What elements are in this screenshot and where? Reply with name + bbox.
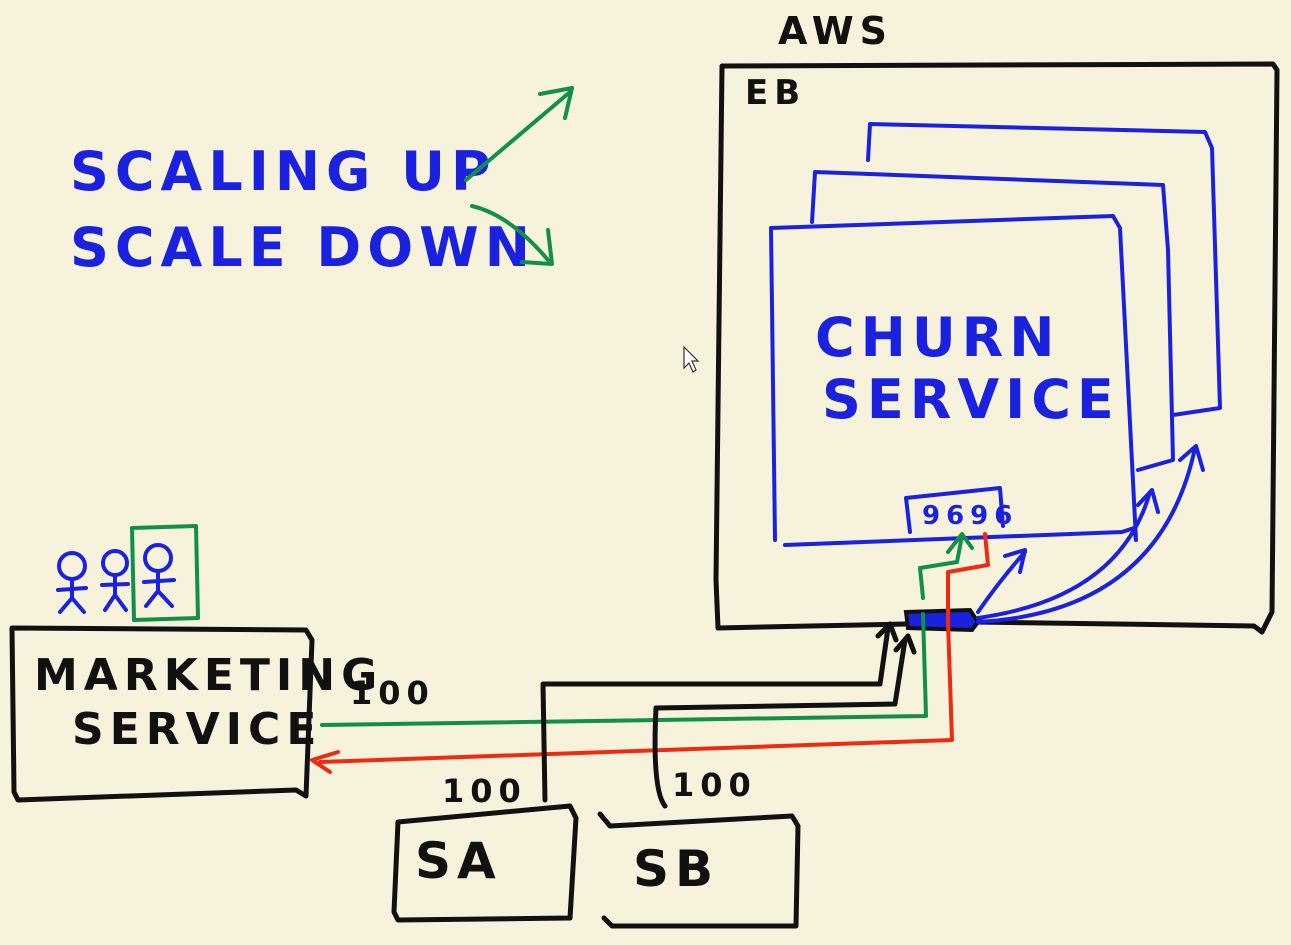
user-3-stick-figure-icon — [142, 543, 176, 608]
mouse-pointer-icon — [683, 345, 700, 373]
churn-instance-1 — [769, 214, 1138, 547]
port-box — [904, 486, 1005, 534]
service-b-label: SB — [633, 840, 719, 898]
lb-arrow-3-icon — [976, 444, 1205, 624]
scale-down-label: SCALE DOWN — [70, 216, 536, 279]
eb-label: EB — [745, 73, 806, 113]
marketing-label-line1: MARKETING — [34, 650, 383, 701]
churn-label-line1: CHURN — [815, 306, 1060, 369]
scaling-up-label: SCALING UP — [70, 140, 497, 203]
eb-box — [713, 61, 1280, 635]
sa-request-path — [540, 621, 899, 803]
churn-label-line2: SERVICE — [822, 368, 1120, 431]
marketing-request-count: 100 — [350, 674, 435, 712]
response-path-red — [310, 532, 990, 774]
sa-request-count: 100 — [442, 772, 527, 810]
service-a-label: SA — [415, 832, 502, 890]
request-path-green — [320, 532, 974, 727]
service-b-box — [597, 811, 801, 929]
marketing-service-box — [9, 625, 315, 803]
service-a-box — [391, 803, 579, 923]
user-2-stick-figure-icon — [100, 549, 130, 612]
highlighted-user-box — [130, 524, 200, 622]
lb-arrow-2-icon — [976, 488, 1160, 620]
churn-instance-3 — [866, 122, 1222, 417]
port-label: 9696 — [922, 501, 1018, 531]
user-1-stick-figure-icon — [56, 551, 88, 614]
aws-label: AWS — [778, 9, 893, 53]
scale-down-arrow-icon — [470, 204, 554, 266]
load-balancer-icon — [903, 607, 981, 633]
lb-arrow-1-icon — [976, 548, 1027, 614]
marketing-label-line2: SERVICE — [72, 704, 322, 755]
churn-instance-2 — [810, 170, 1175, 472]
sb-request-path — [652, 633, 917, 809]
scale-up-arrow-icon — [464, 86, 574, 182]
sb-request-count: 100 — [672, 766, 757, 804]
